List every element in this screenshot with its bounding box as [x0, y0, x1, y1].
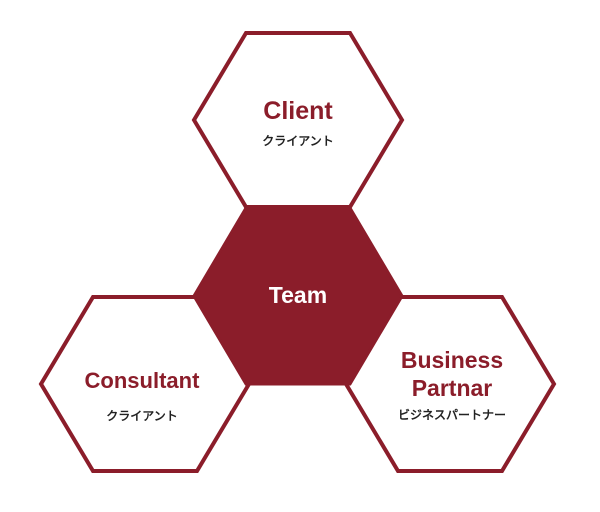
- business-partner-subtitle: ビジネスパートナー: [398, 407, 506, 422]
- team-hexagon: [192, 206, 404, 386]
- client-title: Client: [263, 97, 333, 125]
- team-title: Team: [269, 282, 327, 308]
- business-partner-title-line2: Partnar: [412, 375, 493, 401]
- business-partner-title-line1: Business: [401, 347, 503, 373]
- consultant-subtitle: クライアント: [106, 409, 178, 423]
- client-subtitle: クライアント: [262, 134, 334, 148]
- consultant-title: Consultant: [85, 368, 201, 393]
